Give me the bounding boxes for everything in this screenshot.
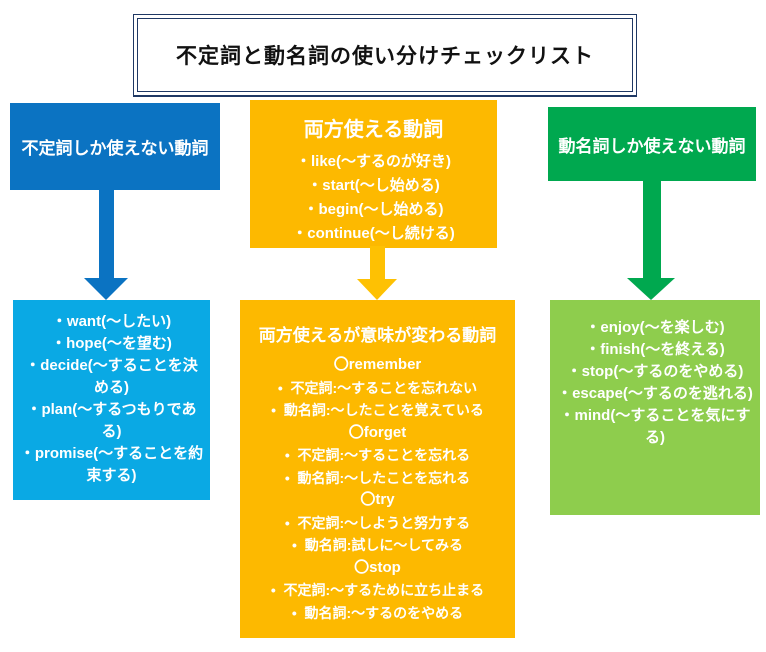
list-item: ・decide(〜することを決める) [25, 357, 198, 396]
list-item: ・begin(〜し始める) [303, 201, 444, 218]
both-usable-header: 両方使える動詞 ・like(〜するのが好き) ・start(〜し始める) ・be… [250, 100, 497, 248]
title-box: 不定詞と動名詞の使い分けチェックリスト [133, 14, 637, 97]
list-item: ・like(〜するのが好き) [295, 153, 451, 170]
down-arrow-right-icon [627, 278, 675, 300]
list-item: ・want(〜したい) [51, 313, 172, 330]
meaning-changes-title: 両方使えるが意味が変わる動詞 [258, 326, 497, 345]
list-item: ・enjoy(〜を楽しむ) [585, 319, 725, 336]
list-item: ・mind(〜することを気にする) [559, 407, 751, 446]
down-arrow-middle-stem [370, 246, 385, 280]
gerund-only-list: ・enjoy(〜を楽しむ) ・finish(〜を終える) ・stop(〜するのを… [550, 300, 760, 515]
list-item: ・continue(〜し続ける) [292, 225, 455, 242]
gerund-only-header-label: 動名詞しか使えない動詞 [558, 136, 746, 156]
title-inner-border: 不定詞と動名詞の使い分けチェックリスト [137, 18, 633, 92]
list-item: ・start(〜し始める) [307, 177, 440, 194]
down-arrow-left-stem [99, 188, 114, 280]
meaning-changes-box: 両方使えるが意味が変わる動詞 〇remember • 不定詞:〜することを忘れな… [240, 300, 515, 638]
both-usable-header-label: 両方使える動詞 [303, 119, 444, 141]
verb-meaning: • 動名詞:試しに〜してみる [292, 537, 463, 553]
verb-meaning: • 動名詞:〜したことを忘れる [284, 469, 471, 486]
verb-meaning: • 不定詞:〜することを忘れない [277, 379, 478, 396]
verb-entry: 〇stop [354, 558, 401, 576]
verb-meaning: • 不定詞:〜することを忘れる [284, 447, 471, 463]
page-title: 不定詞と動名詞の使い分けチェックリスト [176, 45, 594, 68]
infinitive-only-list: ・want(〜したい) ・hope(〜を望む) ・decide(〜することを決め… [13, 300, 210, 500]
verb-meaning: • 動名詞:〜するのをやめる [291, 604, 464, 621]
down-arrow-left-icon [84, 278, 128, 300]
verb-entry: 〇remember [333, 356, 422, 373]
list-item: ・plan(〜するつもりである) [26, 401, 197, 440]
verb-entry: 〇forget [348, 423, 407, 441]
down-arrow-middle-icon [357, 279, 397, 300]
list-item: ・hope(〜を望む) [51, 335, 172, 352]
infinitive-only-header: 不定詞しか使えない動詞 [10, 103, 220, 190]
list-item: ・finish(〜を終える) [585, 341, 725, 358]
list-item: ・escape(〜するのを逃れる) [557, 385, 753, 402]
verb-entry: 〇try [360, 491, 395, 508]
verb-meaning: • 不定詞:〜するために立ち止まる [270, 582, 485, 598]
list-item: ・promise(〜することを約束する) [19, 445, 204, 484]
infinitive-only-header-label: 不定詞しか使えない動詞 [21, 139, 209, 158]
verb-meaning: • 動名詞:〜したことを覚えている [271, 402, 484, 418]
verb-meaning: • 不定詞:〜しようと努力する [284, 514, 471, 531]
gerund-only-header: 動名詞しか使えない動詞 [548, 107, 756, 181]
list-item: ・stop(〜するのをやめる) [566, 363, 744, 380]
down-arrow-right-stem [643, 179, 661, 280]
